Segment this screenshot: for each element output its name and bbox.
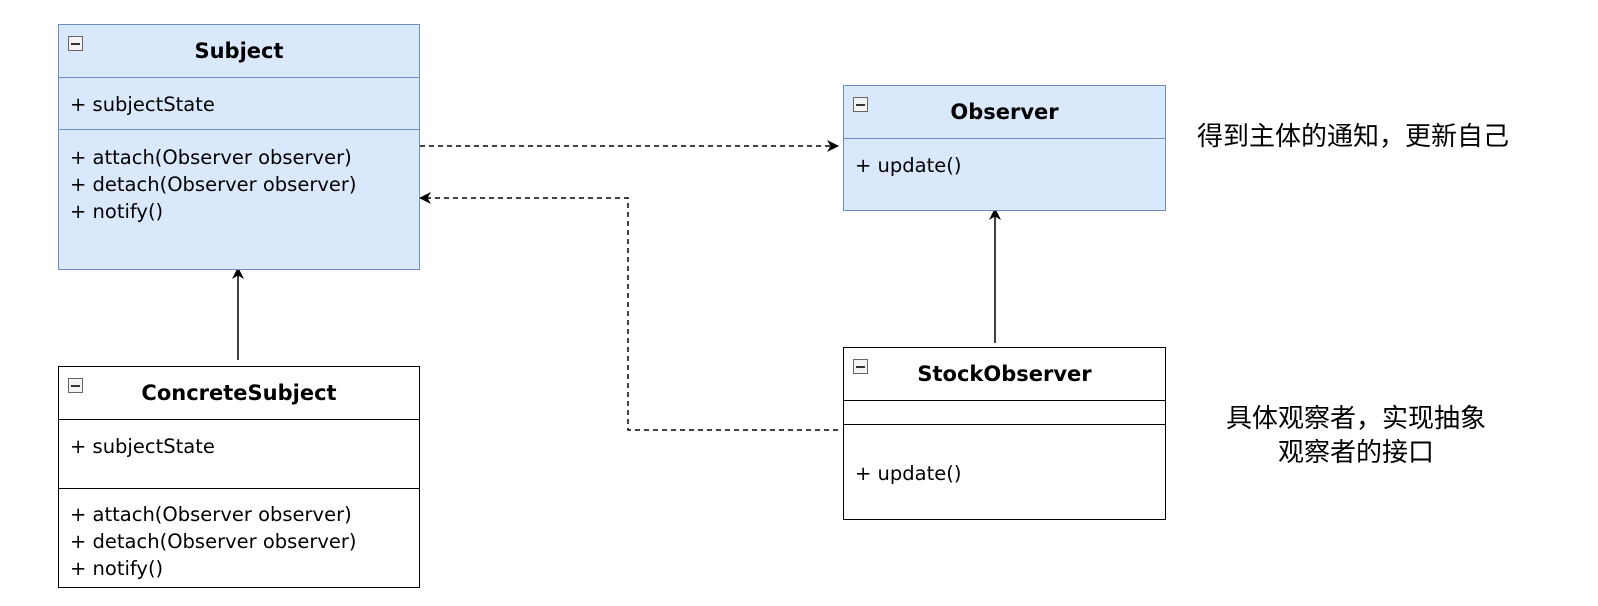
divider [59, 488, 419, 489]
divider [59, 419, 419, 420]
attribute: + subjectState [70, 435, 215, 458]
method: + detach(Observer observer) [70, 173, 357, 196]
subject-class[interactable]: Subject + subjectState + attach(Observer… [58, 24, 420, 270]
collapse-icon[interactable] [853, 359, 868, 374]
class-name: ConcreteSubject [141, 381, 337, 405]
divider [844, 424, 1165, 425]
method: + attach(Observer observer) [70, 503, 352, 526]
divider [59, 77, 419, 78]
method: + update() [855, 154, 962, 177]
divider [59, 129, 419, 130]
method: + detach(Observer observer) [70, 530, 357, 553]
observer-class[interactable]: Observer + update() [843, 85, 1166, 211]
attribute: + subjectState [70, 93, 215, 116]
stock-observer-to-subject-dependency [419, 192, 838, 431]
observer-note: 得到主体的通知，更新自己 [1197, 122, 1510, 152]
method: + notify() [70, 200, 164, 223]
collapse-icon[interactable] [68, 36, 83, 51]
collapse-icon[interactable] [853, 97, 868, 112]
class-name: Observer [950, 100, 1059, 124]
method: + notify() [70, 557, 164, 580]
collapse-icon[interactable] [68, 378, 83, 393]
stock-observer-note-line2: 观察者的接口 [1277, 438, 1434, 468]
divider [844, 138, 1165, 139]
method: + update() [855, 462, 962, 485]
class-name: StockObserver [917, 362, 1092, 386]
method: + attach(Observer observer) [70, 146, 352, 169]
concrete-subject-class[interactable]: ConcreteSubject + subjectState + attach(… [58, 366, 420, 588]
stock-observer-note: 具体观察者，实现抽象 观察者的接口 [1196, 402, 1516, 470]
class-name: Subject [194, 39, 284, 63]
stock-observer-class[interactable]: StockObserver + update() [843, 347, 1166, 520]
divider [844, 400, 1165, 401]
stock-observer-note-line1: 具体观察者，实现抽象 [1225, 404, 1486, 434]
